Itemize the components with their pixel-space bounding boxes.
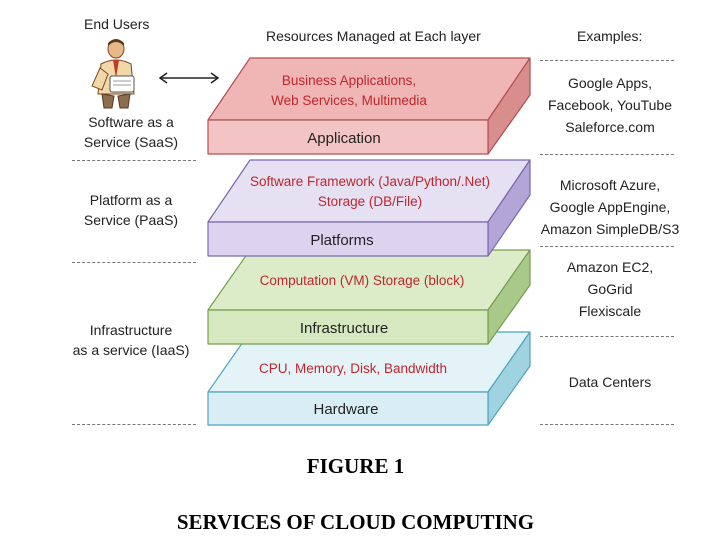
application-layer-front [207,119,489,155]
saas-label: Software as a Service (SaaS) [83,114,179,150]
application-resource-line-1: Business Applications, [282,73,416,88]
infrastructure-layer: Computation (VM) Storage (block) Infrast… [207,249,531,345]
infrastructure-layer-name: Infrastructure [300,320,388,337]
separator-left-1 [72,160,196,161]
platforms-resource-line-1: Software Framework (Java/Python/.Net) [250,174,490,189]
infrastructure-resource-line: Computation (VM) Storage (block) [260,273,465,288]
separator-left-2 [72,262,196,263]
separator-right-1 [540,154,674,155]
iaas-examples: Amazon EC2, GoGrid Flexiscale [566,259,654,319]
examples-header: Examples: [577,28,643,44]
end-user-person-icon [91,39,135,109]
infrastructure-layer-front [207,309,489,345]
application-layer: Business Applications, Web Services, Mul… [207,57,531,155]
paas-examples: Microsoft Azure, Google AppEngine, Amazo… [540,177,680,237]
separator-right-3 [540,336,674,337]
platforms-layer: Software Framework (Java/Python/.Net) St… [207,159,531,257]
application-resource-line-2: Web Services, Multimedia [271,93,427,108]
platforms-layer-top [207,159,531,223]
separator-right-0 [540,60,674,61]
hardware-layer: CPU, Memory, Disk, Bandwidth Hardware [207,331,531,426]
separator-right-2 [540,246,674,247]
application-layer-top [207,57,531,121]
hardware-resource-line: CPU, Memory, Disk, Bandwidth [259,361,447,376]
platforms-layer-name: Platforms [310,232,373,249]
separator-left-3 [72,424,196,425]
figure-label: FIGURE 1 [306,454,405,478]
separator-right-4 [540,424,674,425]
application-layer-name: Application [307,130,380,147]
layer-stack-diagram: CPU, Memory, Disk, Bandwidth Hardware Co… [207,57,531,426]
platforms-layer-front [207,221,489,257]
figure-title: SERVICES OF CLOUD COMPUTING [176,510,535,534]
double-arrow-icon [158,72,220,84]
hardware-layer-name: Hardware [313,401,378,418]
end-users-header: End Users [84,16,150,32]
iaas-label: Infrastructure as a service (IaaS) [72,322,190,358]
platforms-resource-line-2: Storage (DB/File) [318,194,422,209]
hardware-examples: Data Centers [568,374,652,390]
resources-header: Resources Managed at Each layer [266,28,481,44]
paas-label: Platform as a Service (PaaS) [83,192,179,228]
saas-examples: Google Apps, Facebook, YouTube Saleforce… [547,75,673,135]
hardware-layer-front [207,391,489,426]
